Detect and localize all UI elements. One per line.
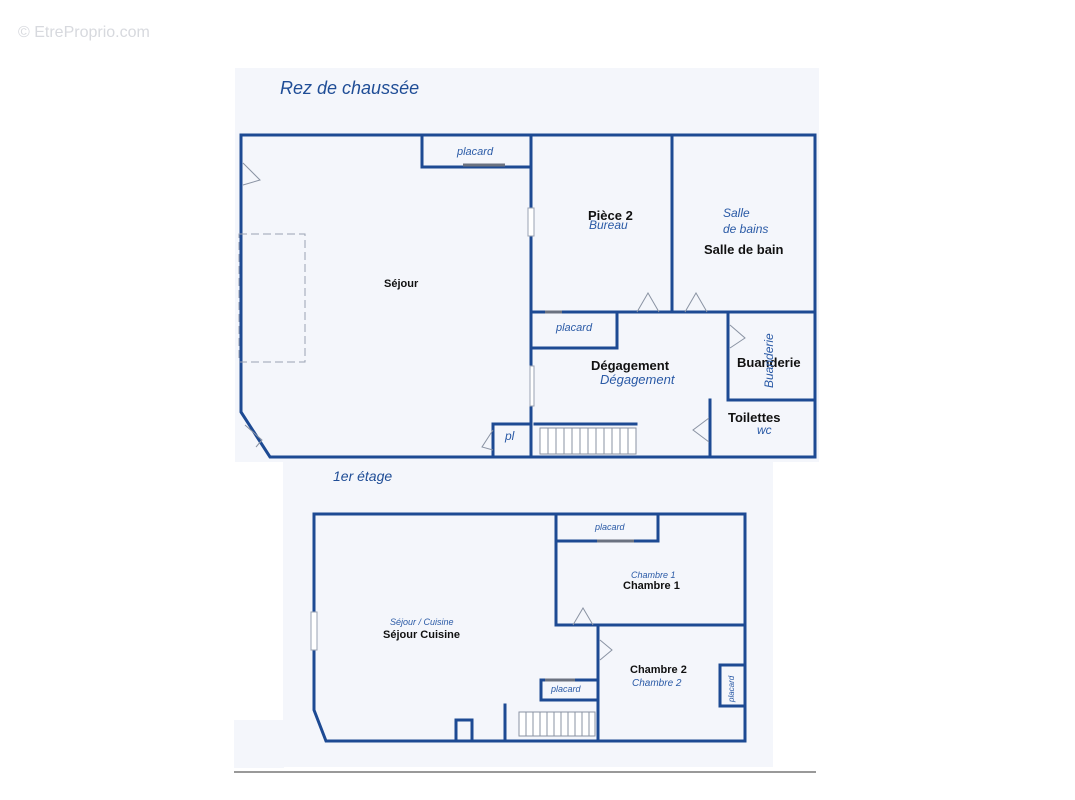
sliding-doors: [463, 163, 634, 682]
piece2-label: Pièce 2: [588, 208, 633, 223]
first-outer-wall: [312, 512, 747, 743]
door-swing-bath: [684, 292, 708, 313]
ground-buanderie-wall: [726, 310, 817, 402]
chambre2-label: Chambre 2: [630, 664, 687, 676]
door-swing-chambre2: [599, 639, 613, 661]
door-swing-pl: [481, 429, 494, 451]
degagement-italic-label: Dégagement: [600, 372, 675, 387]
first-stair-steps: [525, 712, 590, 736]
first-floor-title: 1er étage: [333, 468, 393, 484]
salle-de-bain-label: Salle de bain: [704, 242, 784, 257]
first-placard-side-wall: [718, 663, 747, 708]
ground-placard-wall: [420, 133, 532, 169]
first-placard-side-label: placard: [727, 675, 736, 702]
first-placard-top-wall: [554, 512, 660, 543]
pl-label: pl: [505, 429, 515, 443]
ground-floor-walls: [239, 133, 817, 459]
first-stairs: [518, 711, 596, 737]
bureau-label: Bureau: [589, 218, 628, 232]
chambre1-italic-label: Chambre 1: [631, 570, 676, 580]
door-swing-sejour: [242, 162, 261, 186]
chambre1-label: Chambre 1: [623, 580, 680, 592]
ground-floor-title: Rez de chaussée: [280, 78, 420, 98]
ground-placard-mid-label: placard: [556, 322, 593, 334]
toilettes-label: Toilettes: [728, 410, 781, 425]
first-placard-top-label: placard: [595, 522, 625, 532]
door-swing-toilet: [692, 417, 710, 443]
wc-label: wc: [757, 423, 772, 437]
chambre2-italic-label: Chambre 2: [632, 678, 682, 689]
ground-placard-top-label: placard: [457, 146, 494, 158]
door-swing-buanderie: [729, 324, 746, 349]
first-placard-bottom: [539, 678, 600, 702]
door-swing-corner: [244, 424, 263, 448]
degagement-label: Dégagement: [591, 358, 670, 373]
ground-stair-steps: [547, 428, 629, 454]
first-chimney: [454, 718, 474, 743]
ground-outer-wall: [239, 133, 817, 459]
door-swing-piece2: [636, 292, 660, 313]
salle-de-bains-label-1: Salle: [723, 206, 750, 220]
sejour-cuisine-label: Séjour Cuisine: [383, 629, 461, 641]
buanderie-italic-label: Buanderie: [762, 333, 776, 388]
door-swing-chambre1: [572, 607, 594, 626]
first-window-left: [310, 611, 318, 651]
salle-de-bains-label-2: de bains: [723, 222, 769, 236]
first-placard-bottom-label: placard: [551, 684, 581, 694]
ground-window-piece2: [527, 207, 535, 237]
sejour-label: Séjour: [384, 278, 419, 290]
watermark: © EtreProprio.com: [18, 24, 150, 41]
panel-strip: [234, 720, 284, 768]
ground-bay-window-outline: [238, 233, 306, 363]
ground-placard-mid-wall: [529, 310, 619, 350]
ground-opening-degagement: [529, 365, 535, 407]
buanderie-label: Buanderie: [737, 355, 801, 370]
first-floor-walls: [312, 512, 747, 743]
sejour-cuisine-italic-label: Séjour / Cuisine: [390, 617, 454, 627]
